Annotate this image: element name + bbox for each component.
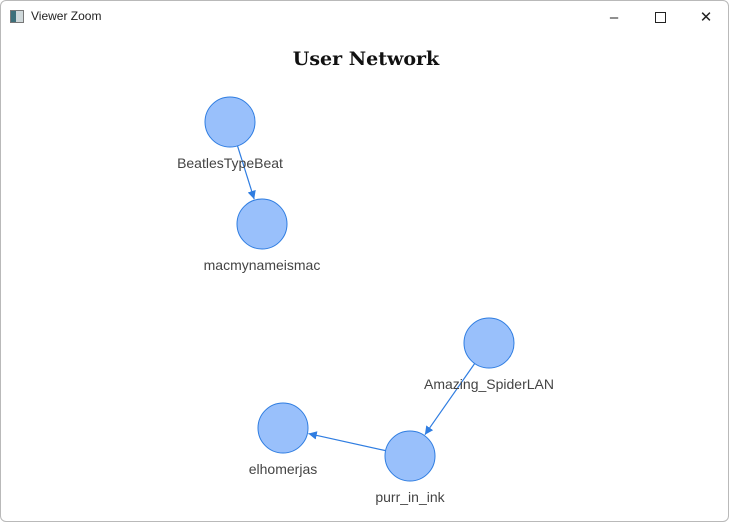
node-label: elhomerjas [249,461,317,477]
node-label: macmynameismac [204,257,321,273]
minimize-icon: – [609,8,619,26]
node-elhomerjas[interactable] [257,402,309,454]
minimize-button[interactable]: – [591,5,637,29]
maximize-button[interactable] [637,5,683,29]
close-icon: ✕ [699,9,713,26]
node-purr_in_ink[interactable] [384,430,436,482]
node-label: purr_in_ink [375,489,445,505]
app-icon [10,10,24,23]
title-bar: Viewer Zoom – ✕ [1,1,728,32]
edge-purr_in_ink-to-elhomerjas [308,431,386,452]
window-title: Viewer Zoom [31,9,102,23]
graph-title: User Network [293,48,440,70]
node-Amazing_SpiderLAN[interactable] [463,317,515,369]
node-label: BeatlesTypeBeat [177,155,283,171]
edge-Amazing_SpiderLAN-to-purr_in_ink [424,363,476,436]
node-macmynameismac[interactable] [236,198,288,250]
node-BeatlesTypeBeat[interactable] [204,96,256,148]
edge-BeatlesTypeBeat-to-macmynameismac [236,145,256,200]
maximize-icon [654,11,666,23]
node-label: Amazing_SpiderLAN [424,376,554,392]
close-button[interactable]: ✕ [683,5,728,29]
